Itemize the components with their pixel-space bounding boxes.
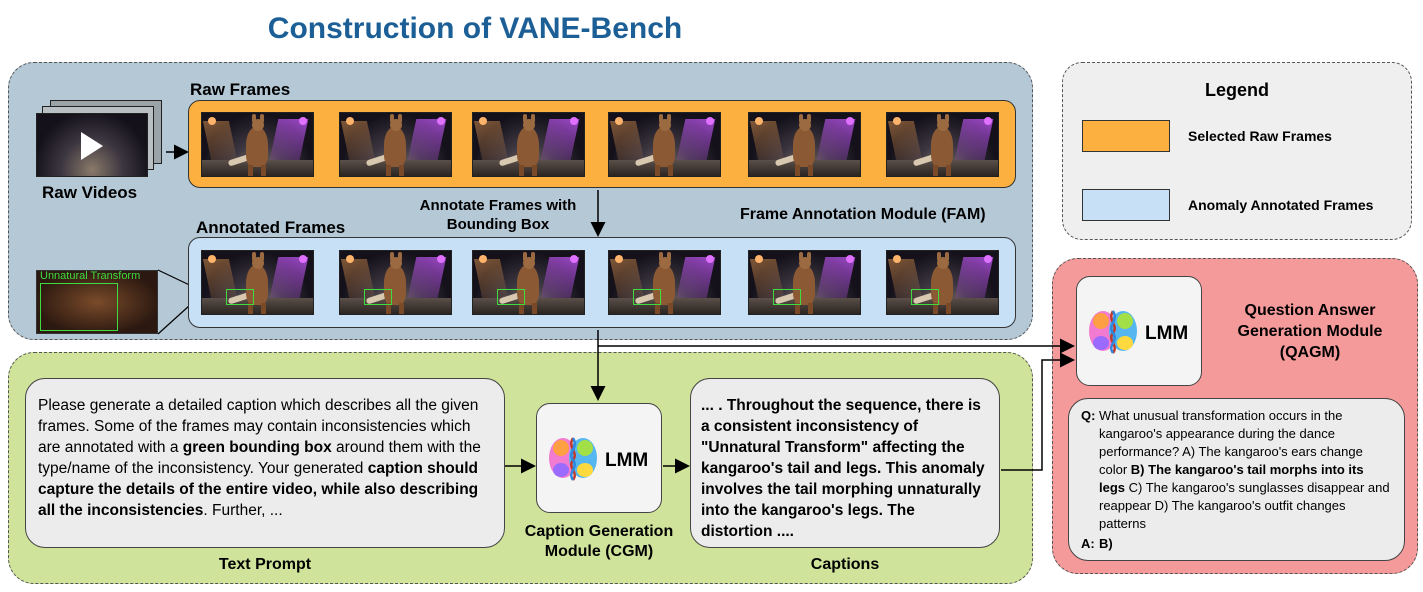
question-prefix: Q: — [1081, 408, 1096, 423]
qagm-lmm-label: LMM — [1145, 323, 1189, 344]
video-thumbnail-front — [36, 113, 148, 177]
question-row: Q: What unusual transformation occurs in… — [1081, 407, 1392, 533]
cgm-module-name: Caption Generation Module (CGM) — [502, 522, 696, 562]
anomaly-bounding-box — [497, 289, 525, 305]
raw-frame — [748, 112, 861, 177]
legend-title: Legend — [1204, 80, 1269, 100]
legend-item-raw-label: Selected Raw Frames — [1188, 128, 1332, 144]
question-segment: B) The kangaroo's tail morphs into its l… — [1099, 462, 1364, 495]
raw-frame — [886, 112, 999, 177]
annotate-step-line2: Bounding Box — [446, 216, 550, 233]
prompt-segment: Please generate a detailed caption which… — [38, 397, 479, 456]
annotated-frame — [472, 250, 585, 315]
qagm-lmm-box: LMM — [1076, 276, 1202, 386]
cgm-module-line1: Caption Generation — [524, 523, 674, 540]
anomaly-bounding-box — [364, 289, 392, 305]
page-title: Construction of VANE-Bench — [267, 12, 683, 45]
annotate-step-line1: Annotate Frames with — [419, 197, 577, 214]
annotated-frames-label: Annotated Frames — [196, 218, 346, 237]
answer-prefix: A: — [1081, 536, 1095, 551]
prompt-segment: . Further, ... — [203, 502, 283, 519]
cgm-lmm-label: LMM — [605, 450, 649, 471]
cgm-lmm-box: LMM — [536, 403, 662, 513]
anomaly-zoom-image — [36, 270, 158, 334]
question-segment: C) The kangaroo's sunglasses disappear a… — [1099, 480, 1390, 531]
answer-text: B) — [1099, 536, 1113, 551]
annotate-step-label: Annotate Frames with Bounding Box — [405, 196, 591, 234]
captions-label: Captions — [810, 556, 880, 573]
annotated-frame — [886, 250, 999, 315]
raw-frame — [201, 112, 314, 177]
anomaly-zoom-label: Unnatural Transform — [40, 270, 141, 282]
qagm-module-line2: Generation Module — [1237, 323, 1383, 340]
brain-icon — [1089, 310, 1137, 354]
text-prompt-box: Please generate a detailed caption which… — [25, 378, 505, 548]
annotated-frame — [201, 250, 314, 315]
prompt-segment: around them with the type/name of the in… — [38, 439, 481, 477]
raw-frame — [608, 112, 721, 177]
anomaly-bounding-box — [773, 289, 801, 305]
raw-frames-strip — [188, 100, 1016, 188]
raw-frames-label: Raw Frames — [190, 80, 291, 99]
text-prompt-label: Text Prompt — [218, 556, 312, 573]
prompt-segment: caption should capture the details of th… — [38, 460, 479, 519]
anomaly-bounding-box — [911, 289, 939, 305]
legend-swatch-raw — [1082, 120, 1170, 152]
raw-frame — [472, 112, 585, 177]
prompt-segment: green bounding box — [182, 439, 332, 456]
annotated-frame — [608, 250, 721, 315]
caption-box: ... . Throughout the sequence, there is … — [690, 378, 1000, 548]
question-text: What unusual transformation occurs in th… — [1099, 407, 1392, 533]
annotated-frame — [748, 250, 861, 315]
question-segment: What unusual transformation occurs in th… — [1099, 408, 1363, 477]
qagm-module-line3: (QAGM) — [1279, 344, 1341, 361]
answer-row: A: B) — [1081, 535, 1392, 553]
fam-module-name: Frame Annotation Module (FAM) — [740, 206, 986, 223]
legend-item-annotated-label: Anomaly Annotated Frames — [1188, 197, 1374, 213]
anomaly-bounding-box — [226, 289, 254, 305]
cgm-module-line2: Module (CGM) — [544, 543, 654, 560]
qagm-module-line1: Question Answer — [1244, 302, 1376, 319]
qa-box: Q: What unusual transformation occurs in… — [1068, 398, 1405, 561]
brain-icon — [549, 437, 597, 481]
play-icon — [81, 132, 103, 160]
raw-videos-label: Raw Videos — [42, 183, 138, 202]
annotated-frame — [339, 250, 452, 315]
anomaly-zoom-bounding-box — [40, 283, 118, 331]
raw-video-stack — [36, 100, 166, 180]
raw-frame — [339, 112, 452, 177]
qagm-module-name: Question Answer Generation Module (QAGM) — [1212, 300, 1408, 363]
legend-swatch-annotated — [1082, 189, 1170, 221]
anomaly-bounding-box — [633, 289, 661, 305]
annotated-frames-strip — [188, 237, 1016, 328]
